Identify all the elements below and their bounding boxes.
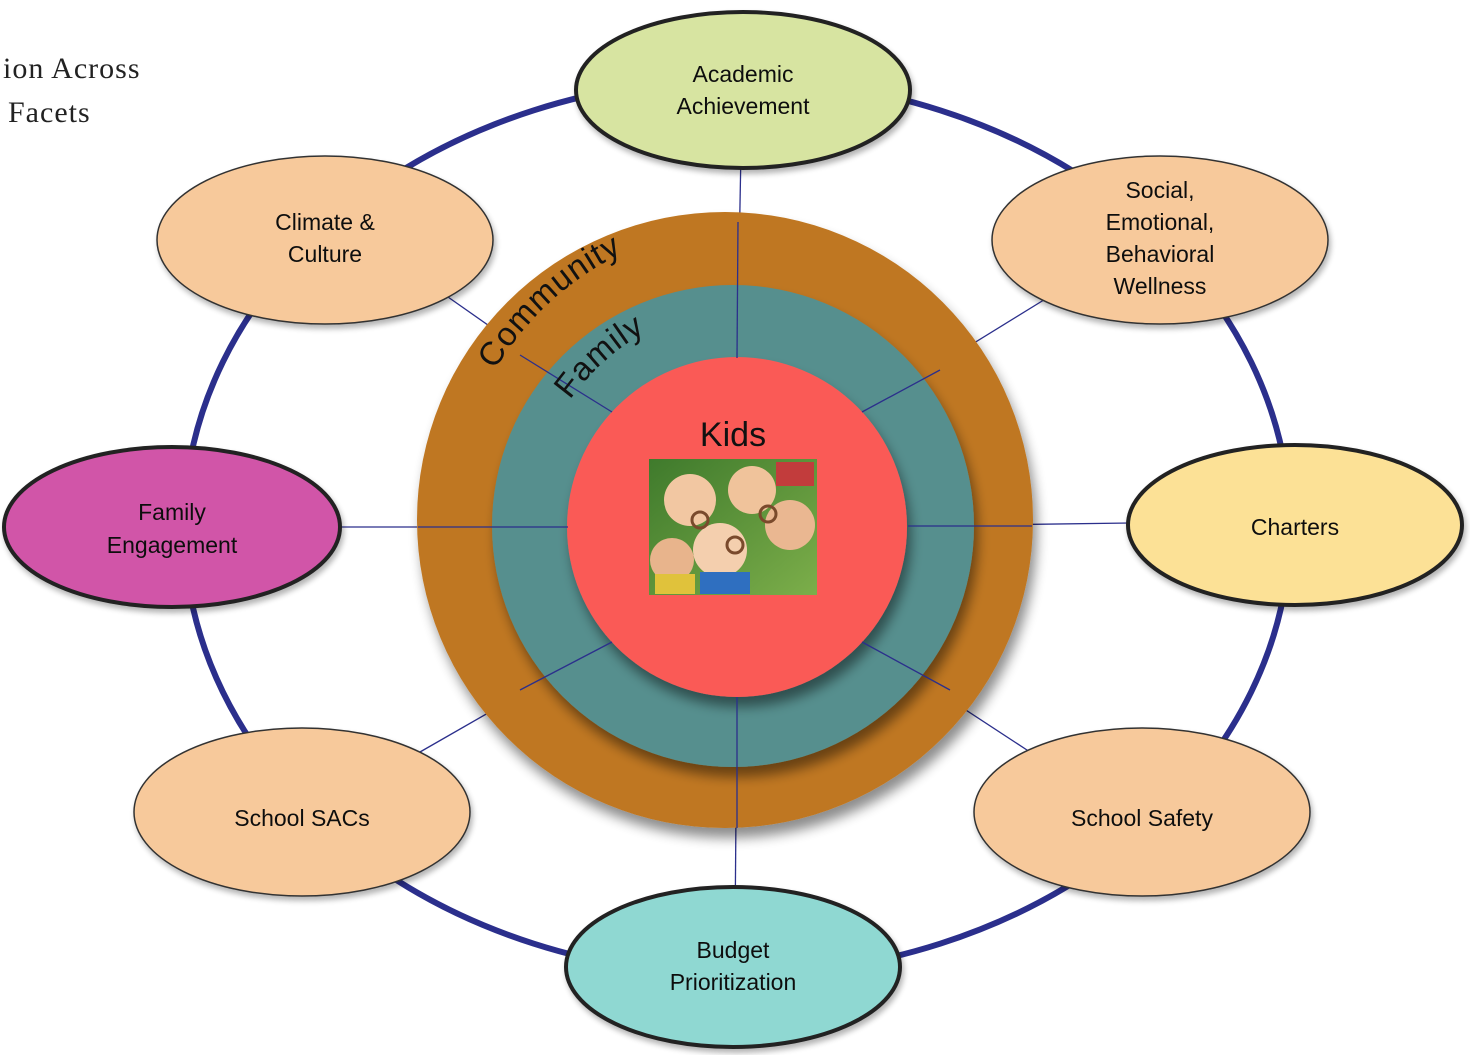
children-photo-icon: [649, 459, 817, 595]
node-budget-line-2: Prioritization: [670, 969, 797, 995]
node-budget-line-1: Budget: [697, 937, 771, 963]
node-climate-line-1: Climate &: [275, 209, 375, 235]
inner-spokes: [418, 221, 1032, 828]
node-academic-achievement[interactable]: Academic Achievement: [574, 10, 912, 170]
node-social-line-3: Behavioral: [1106, 241, 1215, 267]
node-charters-label: Charters: [1251, 514, 1339, 540]
node-charters[interactable]: Charters: [1126, 443, 1464, 607]
node-academic-line-2: Achievement: [677, 93, 811, 119]
node-sacs-label: School SACs: [234, 805, 370, 831]
node-safety-label: School Safety: [1071, 805, 1213, 831]
node-family-engagement-line-2: Engagement: [107, 532, 238, 558]
title-line-2: Facets: [8, 96, 91, 129]
node-school-sacs[interactable]: School SACs: [133, 727, 471, 897]
node-social-line-1: Social,: [1125, 177, 1194, 203]
node-family-engagement[interactable]: Family Engagement: [2, 445, 342, 609]
node-family-engagement-line-1: Family: [138, 499, 206, 525]
title-line-1: ion Across: [3, 52, 141, 85]
node-social-line-4: Wellness: [1114, 273, 1207, 299]
node-climate-line-2: Culture: [288, 241, 362, 267]
node-academic-line-1: Academic: [693, 61, 794, 87]
node-school-safety[interactable]: School Safety: [973, 727, 1311, 897]
node-social-line-2: Emotional,: [1106, 209, 1215, 235]
node-social-emotional-behavioral-wellness[interactable]: Social, Emotional, Behavioral Wellness: [991, 155, 1329, 325]
node-climate-culture[interactable]: Climate & Culture: [156, 155, 494, 325]
kids-label: Kids: [700, 416, 766, 454]
node-budget-prioritization[interactable]: Budget Prioritization: [564, 885, 902, 1049]
